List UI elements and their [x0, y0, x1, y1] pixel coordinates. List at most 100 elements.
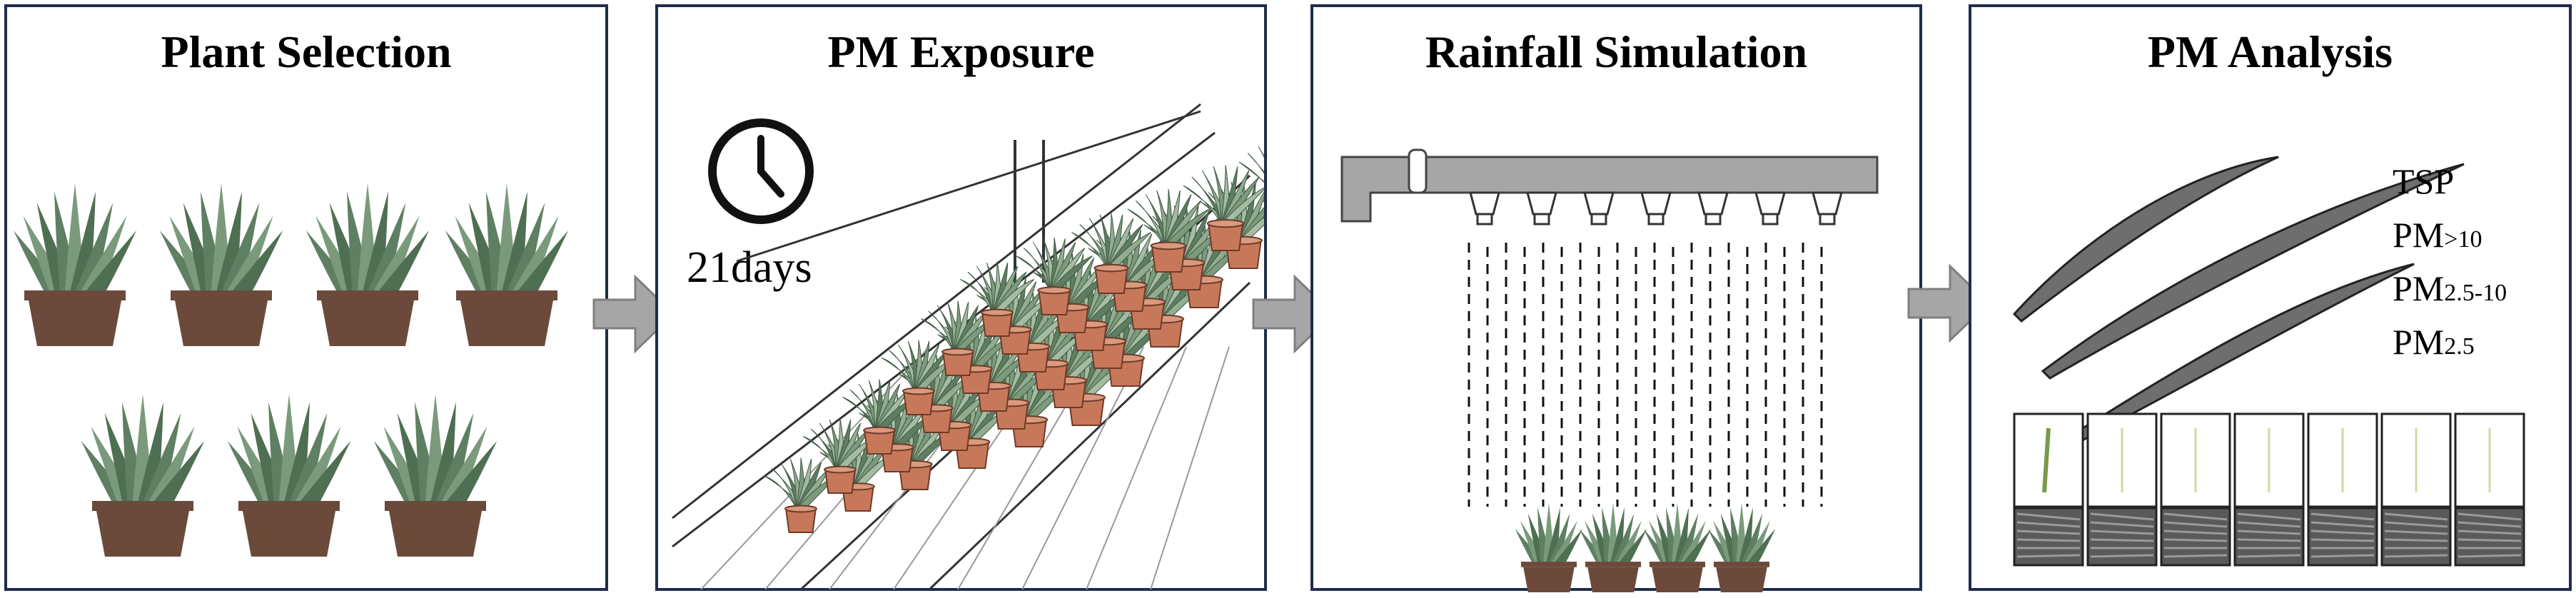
micrograph-texture	[2163, 512, 2228, 521]
potted-plant	[1707, 502, 1776, 592]
potted-plant	[1579, 502, 1647, 592]
pipe-valve	[1408, 148, 1428, 194]
spray-nozzle-tip	[1590, 213, 1607, 225]
exposure-plant	[882, 340, 956, 415]
micrograph-texture	[2237, 529, 2301, 535]
micrograph-texture	[2163, 554, 2228, 558]
pm-fraction-tsp: TSP	[2393, 161, 2455, 201]
greenhouse-frame-line	[672, 131, 1216, 548]
micrograph-texture	[2163, 538, 2228, 542]
pm-fraction-list: TSP PM>10 PM2.5-10 PM2.5	[2393, 157, 2507, 371]
micrograph-texture	[2016, 554, 2081, 558]
floor-tile-line	[700, 346, 930, 589]
floor-tile-line	[1086, 346, 1187, 589]
pm-fraction-coarse: PM>10	[2393, 215, 2482, 255]
micrograph-texture	[2458, 538, 2522, 542]
spray-nozzle-tip	[1647, 213, 1665, 225]
leaf-sample	[2012, 156, 2279, 323]
potted-plant	[81, 394, 205, 557]
spray-nozzle-tip	[1819, 213, 1836, 225]
micrograph-texture	[2016, 521, 2081, 528]
micrograph-texture	[2090, 554, 2154, 558]
spray-nozzle	[1583, 191, 1615, 216]
micrograph-texture	[2458, 512, 2522, 521]
clock-icon	[708, 118, 814, 224]
floor-tile-line	[1150, 346, 1230, 589]
leaf-analysis-illustration	[2012, 156, 2525, 567]
micrograph-texture	[2237, 554, 2301, 558]
water-pipe	[1340, 156, 1879, 223]
panel-pm-analysis: PM Analysis TSP PM>10 PM2.5-10 PM2.5	[1969, 4, 2572, 591]
exposure-plant	[1071, 213, 1151, 294]
panel-title-rainfall-simulation: Rainfall Simulation	[1425, 26, 1808, 77]
micrograph-texture	[2016, 512, 2081, 521]
potted-plant	[1643, 502, 1712, 592]
micrograph-texture	[2090, 521, 2154, 528]
micrograph-texture	[2237, 521, 2301, 528]
spray-nozzle	[1812, 191, 1843, 216]
floor-tile-line	[1021, 346, 1144, 589]
micrograph-texture	[2384, 512, 2448, 521]
micrograph-texture	[2090, 538, 2154, 542]
potted-plant	[227, 394, 351, 557]
panel-rainfall-simulation: Rainfall Simulation	[1310, 4, 1922, 592]
micrograph-texture	[2310, 538, 2375, 542]
micrograph-texture	[2458, 521, 2522, 528]
spray-nozzle-tip	[1762, 213, 1779, 225]
micrograph-texture	[2090, 512, 2154, 521]
potted-plant	[1515, 502, 1583, 592]
spray-nozzle	[1640, 191, 1672, 216]
greenhouse-frame-line	[928, 281, 1251, 589]
exposure-duration-label: 21days	[687, 243, 812, 292]
micrograph-texture	[2384, 538, 2448, 542]
pm-fraction-fine: PM2.5	[2393, 322, 2475, 362]
spray-nozzle-tip	[1704, 213, 1722, 225]
panel-title-plant-selection: Plant Selection	[161, 26, 452, 77]
panel-plant-selection: Plant Selection	[4, 4, 608, 591]
leaf-strip	[2042, 427, 2051, 493]
potted-plant	[373, 394, 497, 557]
pm-fraction-mid: PM2.5-10	[2393, 268, 2507, 308]
rainfall-simulator-illustration	[1340, 148, 1879, 592]
potted-plant	[13, 183, 137, 346]
potted-plant	[159, 183, 283, 346]
potted-plant	[305, 183, 430, 346]
micrograph-texture	[2458, 554, 2522, 558]
exposure-plant	[1016, 237, 1093, 315]
exposure-plant	[803, 418, 878, 494]
micrograph-texture	[2163, 521, 2228, 528]
exposure-plant	[764, 457, 839, 533]
spray-nozzle	[1697, 191, 1729, 216]
greenhouse-frame-line	[672, 103, 1201, 520]
micrograph-texture	[2310, 529, 2375, 535]
micrograph-texture	[2163, 529, 2228, 535]
potted-plants-illustration	[13, 183, 569, 557]
micrograph-texture	[2310, 512, 2375, 521]
greenhouse-plants-illustration	[672, 103, 1264, 589]
micrograph-texture	[2384, 554, 2448, 558]
panel-title-pm-analysis: PM Analysis	[2147, 26, 2393, 77]
micrograph-texture	[2384, 529, 2448, 535]
micrograph-texture	[2310, 554, 2375, 558]
micrograph-texture	[2016, 529, 2081, 535]
spray-nozzle-tip	[1533, 213, 1550, 225]
potted-plant	[445, 183, 569, 346]
micrograph-texture	[2237, 538, 2301, 542]
spray-nozzle	[1526, 191, 1557, 216]
exposure-plant	[1238, 146, 1264, 203]
micrograph-texture	[2016, 538, 2081, 542]
micrograph-texture	[2090, 529, 2154, 535]
micrograph-texture	[2310, 521, 2375, 528]
arrow-right-icon	[592, 274, 676, 354]
micrograph-texture	[2458, 529, 2522, 535]
exposure-plant	[842, 379, 917, 455]
spray-nozzle	[1469, 191, 1500, 216]
greenhouse-frame-line	[736, 110, 1201, 263]
spray-nozzle-tip	[1476, 213, 1493, 225]
leaf-sample	[2041, 163, 2465, 380]
panel-title-pm-exposure: PM Exposure	[827, 26, 1095, 77]
micrograph-texture	[2237, 512, 2301, 521]
exposure-plant	[1127, 189, 1210, 273]
spray-nozzle	[1754, 191, 1786, 216]
leaf-sample	[2069, 263, 2415, 444]
